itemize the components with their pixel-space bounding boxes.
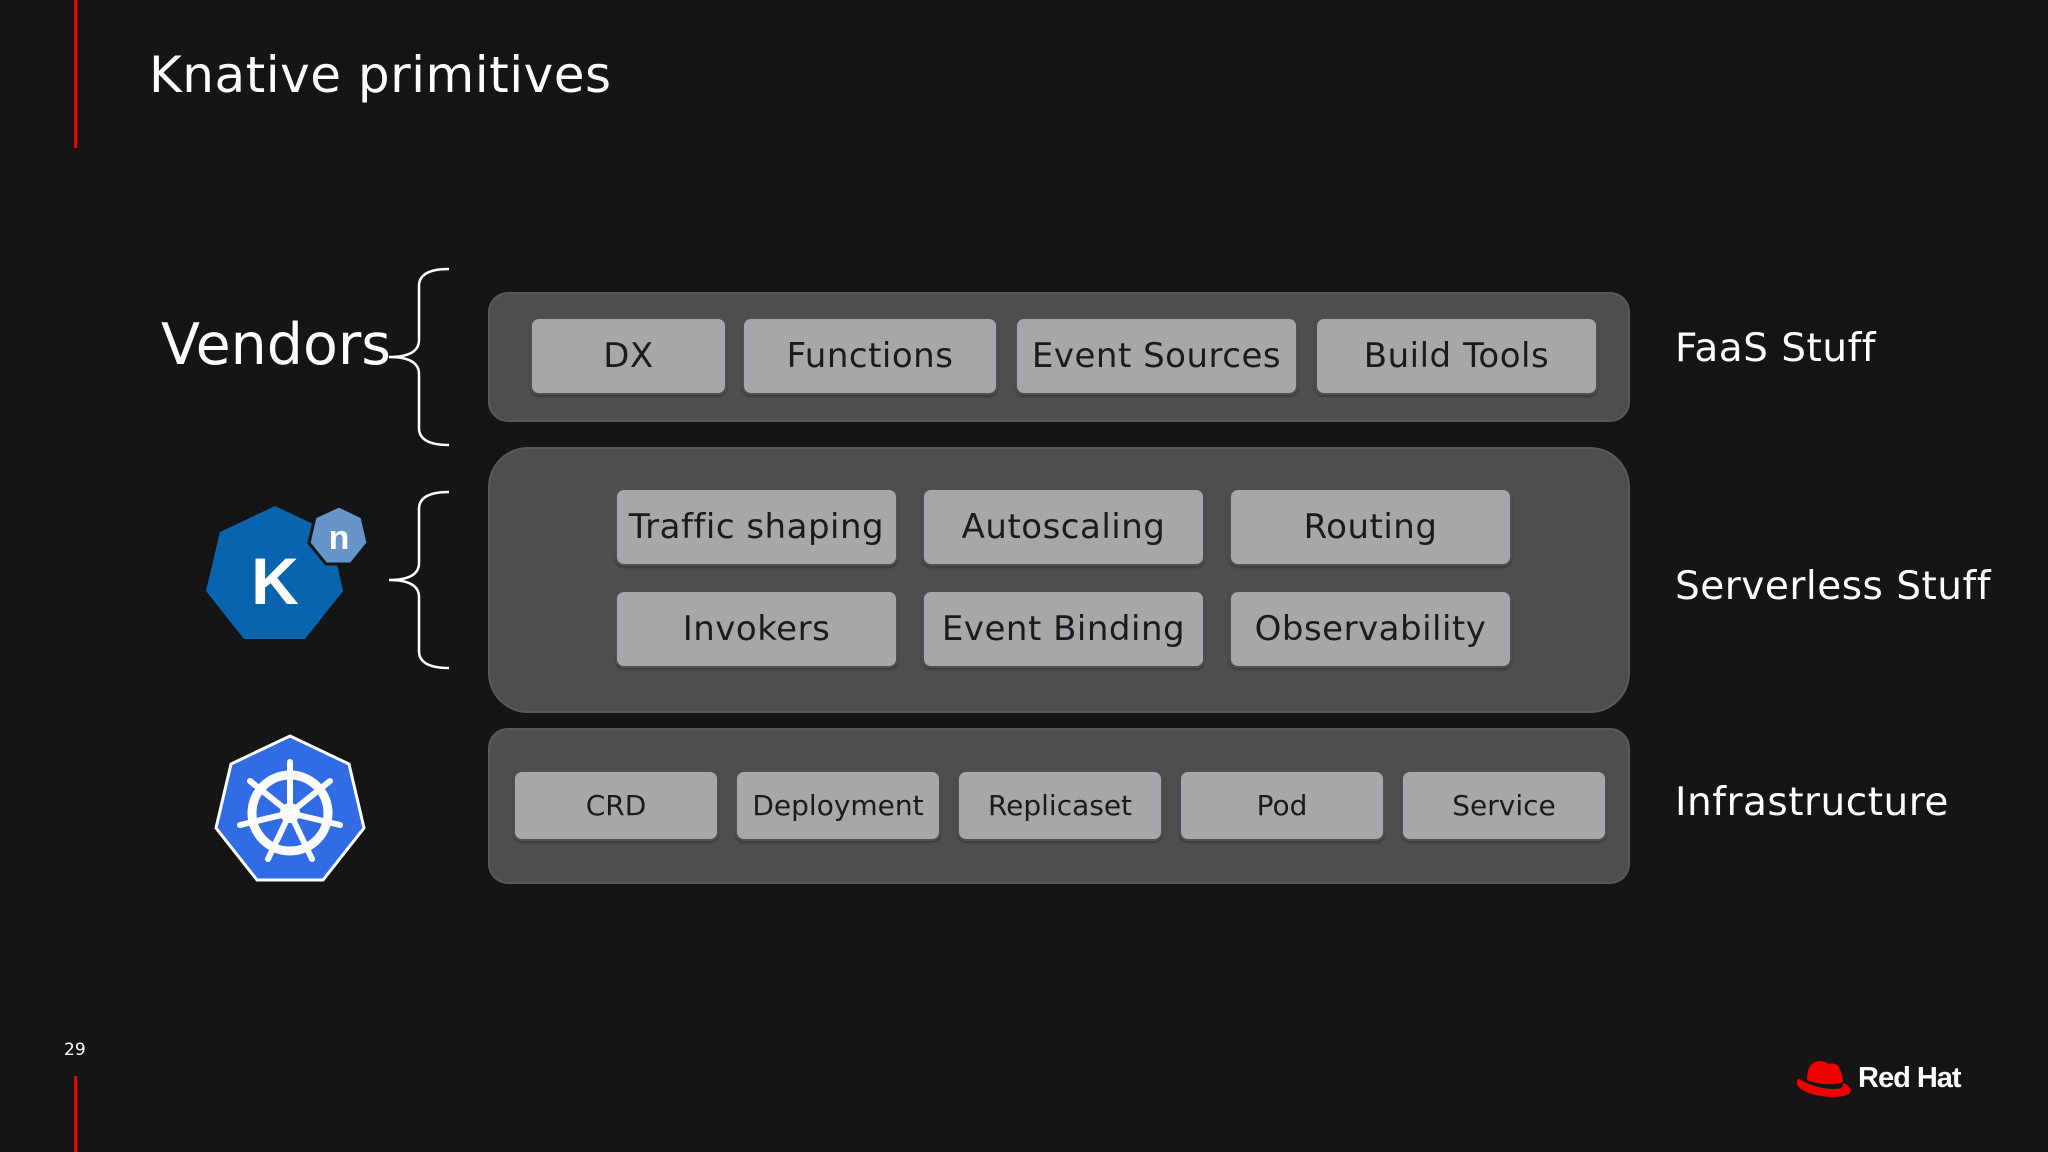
bottom-accent-line [74,1076,77,1152]
faas-chip-functions: Functions [742,317,998,395]
helm-wheel-icon [237,759,343,862]
vendors-label: Vendors [161,312,391,378]
serverless-chip-routing: Routing [1229,488,1512,566]
knative-badge-letter: n [329,519,350,557]
red-hat-wordmark: Red Hat [1858,1062,1962,1094]
slide-title: Knative primitives [149,46,612,104]
knative-brace [388,490,450,670]
serverless-chip-observability: Observability [1229,590,1512,668]
red-hat-fedora-icon [1796,1061,1851,1097]
serverless-chip-autoscaling: Autoscaling [922,488,1205,566]
serverless-chip-traffic-shaping: Traffic shaping [615,488,898,566]
infra-chip-pod: Pod [1179,770,1385,841]
knative-letter: K [251,544,299,618]
vendors-brace [388,267,450,447]
knative-logo: K n [206,504,370,639]
faas-chip-dx: DX [530,317,727,395]
serverless-chip-event-binding: Event Binding [922,590,1205,668]
page-number: 29 [64,1040,86,1060]
infra-chip-deployment: Deployment [735,770,941,841]
serverless-layer [488,447,1630,713]
serverless-chip-invokers: Invokers [615,590,898,668]
infra-chip-service: Service [1401,770,1607,841]
faas-chip-event-sources: Event Sources [1015,317,1298,395]
faas-chip-build-tools: Build Tools [1315,317,1598,395]
knative-badge-icon [307,504,370,566]
infrastructure-label: Infrastructure [1675,780,1949,825]
top-accent-line [74,0,77,148]
serverless-label: Serverless Stuff [1675,564,1991,609]
infra-chip-replicaset: Replicaset [957,770,1163,841]
kubernetes-logo [214,734,366,882]
infra-chip-crd: CRD [513,770,719,841]
faas-label: FaaS Stuff [1675,326,1877,371]
